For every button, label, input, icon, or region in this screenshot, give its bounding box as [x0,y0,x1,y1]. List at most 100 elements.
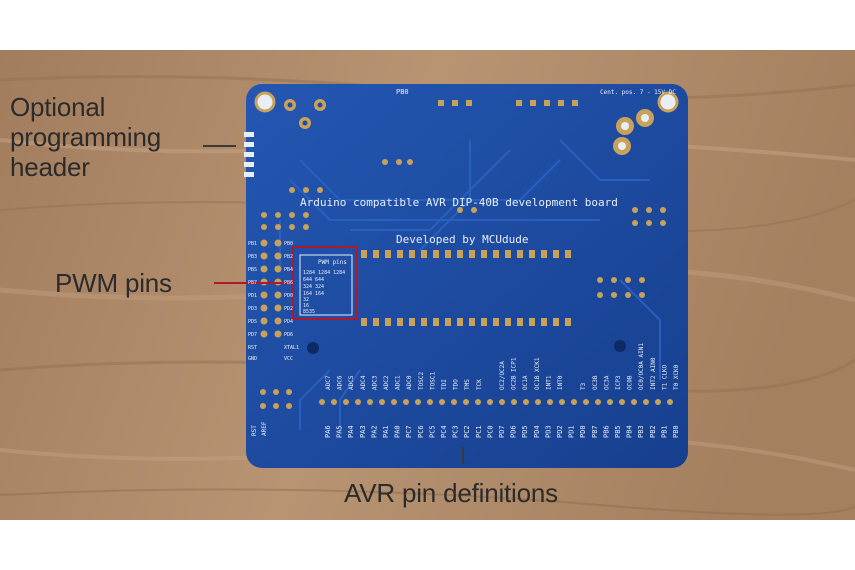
bottom-pin-name: PC1 [475,425,483,438]
bottom-pin-function: OC0/OC0A AIN1 [638,343,645,390]
left-pin-label: PD3 [248,306,257,312]
bottom-pin-function: ADC0 [406,375,413,390]
callout-programming-header: Optional programming header [10,92,161,182]
bottom-pin-name: PD6 [510,425,518,438]
pwm-box-row: 164 164 [303,291,324,297]
bottom-pin-function: OC0B [627,375,634,390]
bottom-pin-function: INT1 [545,375,552,390]
bottom-pin-function: OC2B ICP1 [511,357,518,390]
bottom-pin-name: PB7 [591,425,599,438]
bottom-pin-name: PD2 [556,425,564,438]
bottom-pin-function: TMS [464,379,471,390]
bottom-pin-function: T3 [580,382,587,390]
right-pin-label: PB6 [284,280,293,286]
bottom-pin-name: PB2 [649,425,657,438]
right-pin-label: PD2 [284,306,293,312]
bottom-pin-name: PC4 [440,425,448,438]
bottom-pin-name: PC0 [486,425,494,438]
left-pin-label: PD7 [248,332,257,338]
bottom-pin-function: OC3A [603,375,610,390]
bottom-pin-name: PC6 [417,425,425,438]
left-pin-label: PB5 [248,267,257,273]
bottom-pin-function: T1 CLKO [661,364,668,390]
bottom-pin-function: ADC3 [371,375,378,390]
left-pin-label: RST [248,345,257,351]
bottom-pin-function: ADC5 [348,375,355,390]
bottom-pin-name: PA1 [382,425,390,438]
right-pin-label: PB4 [284,267,293,273]
left-pin-label: PD1 [248,293,257,299]
bottom-pin-name: PD5 [521,425,529,438]
callout-line: Optional [10,92,106,122]
bottom-pin-name: PC5 [428,425,436,438]
bottom-pin-name: PD0 [579,425,587,438]
bottom-pin-function: OC1A [522,375,529,390]
bottom-pin-name: PC2 [463,425,471,438]
left-pin-label: GND [248,356,257,362]
bottom-pin-name: PB4 [626,425,634,438]
right-pin-label: PB2 [284,254,293,260]
bottom-pin-function: TCK [476,379,483,390]
bottom-pin-functions: ADC7 ADC6 ADC5 ADC4 ADC3 ADC2 ADC1 ADC0 TOSC2 TOS… [325,343,680,390]
bottom-pin-name: PB0 [672,425,680,438]
callout-pwm-pins: PWM pins [55,268,172,298]
right-pin-label: PD4 [284,319,293,325]
bottom-pin-name: PD4 [533,425,541,438]
product-photo: PB0 Cent. pos. 7 - 15V DC Arduino compat… [0,50,855,520]
pwm-box-row: 1284 1284 1284 [303,270,345,276]
bottom-pin-name: PB6 [602,425,610,438]
board-title: Arduino compatible AVR DIP-40B developme… [300,196,618,209]
bottom-pin-function: ADC7 [325,375,332,390]
bottom-pin-function: TOSC1 [429,372,436,390]
right-pin-label: PD0 [284,293,293,299]
pcb-board: PB0 Cent. pos. 7 - 15V DC Arduino compat… [203,84,688,468]
bottom-pin-name: PC3 [452,425,460,438]
pwm-box-row: 324 324 [303,284,324,290]
bottom-pin-name: PC7 [405,425,413,438]
bottom-pin-function: TOSC2 [418,372,425,390]
bottom-pin-function: OC3B [592,375,599,390]
board-top-label: PB0 [396,88,409,96]
bottom-pin-function: ADC2 [383,375,390,390]
pwm-box-row: 32 [303,297,309,303]
left-pin-label: PB7 [248,280,257,286]
pwm-box-row: 644 644 [303,277,324,283]
bottom-pin-name: PD3 [544,425,552,438]
bottom-pin-function: ADC1 [395,375,402,390]
corner-label: RST [251,425,258,436]
bottom-pin-name: PA5 [336,425,344,438]
corner-label: AREF [261,421,268,436]
bottom-pin-name: PA2 [370,425,378,438]
bottom-pin-function: INT0 [557,375,564,390]
bottom-pin-name: PA6 [324,425,332,438]
callout-line: header [10,152,90,182]
pwm-box-row: 16 [303,303,309,309]
bottom-pin-function: TDI [441,379,448,390]
bottom-pin-function: ICP3 [615,375,622,390]
right-pin-label: PB0 [284,241,293,247]
bottom-pin-name: PB3 [637,425,645,438]
bottom-pin-function: ADC4 [360,375,367,390]
right-pin-label: VCC [284,356,293,362]
board-power-note: Cent. pos. 7 - 15V DC [600,89,676,96]
right-pin-label: PD6 [284,332,293,338]
bottom-pin-name: PD1 [568,425,576,438]
bottom-pin-function: OC1B XCK1 [534,357,541,390]
pwm-box-title: PWM pins [318,259,347,266]
bottom-pin-function: OC2/OC2A [499,361,506,390]
callout-avr-pin-definitions: AVR pin definitions [344,478,558,508]
bottom-pin-name: PA4 [347,425,355,438]
bottom-pin-function: ADC6 [337,375,344,390]
bottom-pin-name: PA3 [359,425,367,438]
left-pin-label: PB1 [248,241,257,247]
bottom-pin-name: PB1 [660,425,668,438]
bottom-pin-function: TDO [453,379,460,390]
bottom-pin-name: PA0 [394,425,402,438]
bottom-pin-name: PD7 [498,425,506,438]
pwm-box-outline [299,254,353,316]
pwm-box-row: 8535 [303,309,315,315]
bottom-pin-function: INT2 AIN0 [650,357,657,390]
bottom-pin-name: PB5 [614,425,622,438]
left-pin-label: PB3 [248,254,257,260]
